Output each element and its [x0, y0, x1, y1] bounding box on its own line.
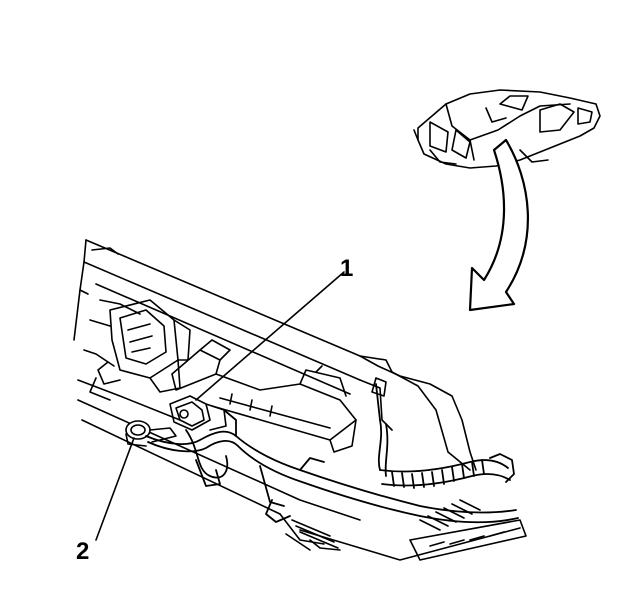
- component-1-connector: [169, 395, 227, 431]
- leader-line-1: [195, 271, 345, 401]
- control-module-bracket: [89, 299, 191, 401]
- leader-line-2: [95, 437, 135, 541]
- wiring-harness: [145, 383, 519, 524]
- callout-label-2: 2: [76, 538, 90, 565]
- vehicle-body-locator-icon: [413, 89, 601, 169]
- callout-label-1: 1: [340, 255, 354, 282]
- component-2-sensor: [125, 420, 177, 447]
- leader-lines: [95, 271, 345, 541]
- center-panel-box: [171, 339, 387, 453]
- direction-arrow: [468, 138, 529, 312]
